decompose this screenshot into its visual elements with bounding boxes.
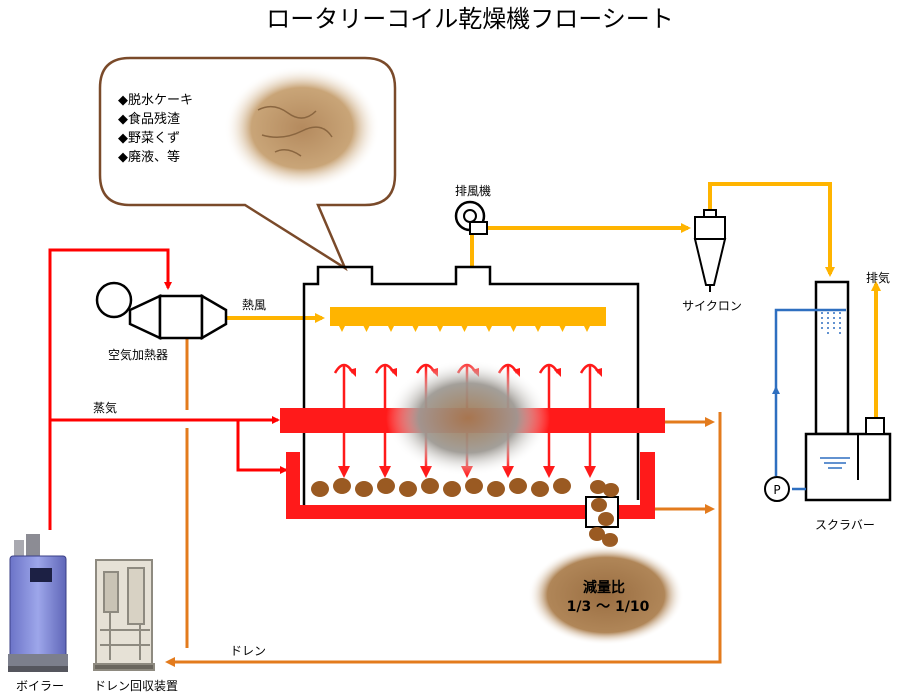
pellet	[591, 498, 607, 512]
arrowhead-icon	[338, 466, 350, 478]
nozzle-icon	[412, 326, 419, 332]
feed-item: ◆野菜くず	[118, 131, 180, 146]
exhaust-fan-label: 排風機	[455, 183, 491, 198]
arrowhead-icon	[390, 368, 397, 377]
nozzle-icon	[363, 326, 370, 332]
arrowhead-icon	[379, 466, 391, 478]
water-circulation	[772, 308, 846, 491]
pellet	[333, 478, 351, 494]
pellet	[509, 478, 527, 494]
nozzle-icon	[559, 326, 566, 332]
drain-recovery-unit	[93, 559, 155, 671]
feed-item: ◆食品残渣	[118, 111, 180, 127]
nozzle-icon	[535, 326, 541, 332]
scrubber	[804, 280, 892, 502]
pump-label: P	[773, 483, 780, 497]
scrubber-label: スクラバー	[815, 518, 875, 532]
pellet	[602, 533, 618, 547]
air-heater	[95, 281, 228, 341]
pellet	[421, 478, 439, 494]
reduction-value: 1/3 ～ 1/10	[567, 599, 650, 615]
drain-lines	[165, 338, 722, 667]
nozzle-icon	[437, 326, 443, 332]
nozzle-icon	[584, 326, 590, 332]
exhaust-fan	[454, 200, 488, 235]
pellet	[603, 483, 619, 497]
boiler-label: ボイラー	[16, 679, 64, 693]
arrowhead-icon	[595, 368, 602, 377]
exhaust-lines	[470, 182, 881, 420]
pellet	[589, 527, 605, 541]
cyclone-label: サイクロン	[682, 299, 742, 313]
pellet	[598, 512, 614, 526]
nozzle-icon	[339, 326, 345, 332]
feed-item: ◆廃液、等	[118, 149, 180, 165]
boiler	[8, 534, 68, 672]
pump-icon	[764, 476, 790, 502]
arrowhead-icon	[543, 466, 555, 478]
drain-label: ドレン	[230, 644, 266, 658]
arrowhead-icon	[554, 368, 561, 377]
hot-air-header	[330, 307, 606, 332]
pellet	[590, 480, 606, 494]
feed-item: ◆脱水ケーキ	[118, 93, 193, 108]
dried-pellets	[311, 478, 619, 547]
pellet	[355, 481, 373, 497]
reduction-label: 減量比	[583, 579, 625, 596]
pellet	[377, 478, 395, 494]
nozzle-icon	[461, 326, 468, 332]
steam-label: 蒸気	[93, 400, 117, 415]
inner-product-photo	[386, 360, 550, 476]
nozzle-icon	[486, 326, 492, 332]
feed-sludge-photo	[224, 66, 380, 190]
pellet	[443, 481, 461, 497]
page-title: ロータリーコイル乾燥機フローシート	[266, 5, 674, 33]
dried-product-photo: 減量比 1/3 ～ 1/10	[528, 545, 684, 645]
hot-air-label: 熱風	[242, 298, 266, 312]
pellet	[465, 478, 483, 494]
pellet	[553, 478, 571, 494]
exhaust-label: 排気	[866, 270, 890, 285]
steam-lines	[48, 248, 288, 530]
air-heater-label: 空気加熱器	[108, 347, 168, 362]
arrowhead-icon	[584, 466, 596, 478]
arrowhead-icon	[349, 368, 356, 377]
cyclone	[693, 209, 727, 292]
nozzle-icon	[510, 326, 517, 332]
pellet	[531, 481, 549, 497]
feed-callout: ◆脱水ケーキ ◆食品残渣 ◆野菜くず ◆廃液、等	[98, 56, 397, 272]
pellet	[399, 481, 417, 497]
pellet	[487, 481, 505, 497]
pellet	[311, 481, 329, 497]
dryer-vessel	[302, 265, 640, 518]
drain-recovery-label: ドレン回収装置	[94, 679, 178, 693]
nozzle-icon	[388, 326, 394, 332]
